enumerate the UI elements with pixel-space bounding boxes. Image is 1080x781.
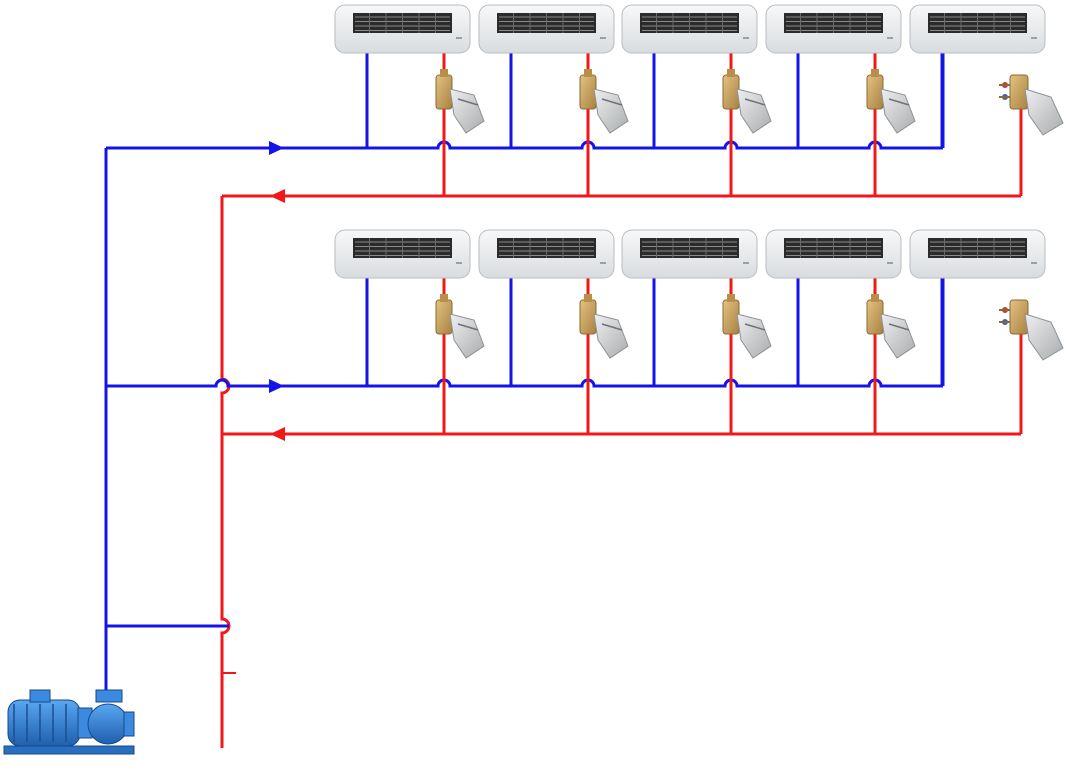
row-lower-fan-coil-unit-4 [765,229,902,279]
row-upper-differential-pressure-valve [999,74,1064,136]
fan-coil-badge [1031,37,1037,39]
valve-body [579,74,597,110]
valve-bonnet [440,69,448,77]
row-lower-balancing-valve-3 [722,294,772,359]
valve-body [435,74,453,110]
row-lower-differential-pressure-valve [999,299,1064,361]
dp-valve-actuator [1024,88,1064,136]
valve-body [866,299,884,335]
row-upper-return-arrow [270,189,285,203]
pump-base [3,745,135,755]
pump-inlet-flange [123,711,135,737]
fan-coil-badge [887,37,893,39]
fan-coil-badge [743,262,749,264]
row-upper-fan-coil-unit-3 [621,4,758,54]
valve-bonnet [584,69,592,77]
valve-bonnet [871,294,879,302]
fan-coil-badge [456,37,462,39]
valve-body [579,299,597,335]
valve-bonnet [871,69,879,77]
fan-coil-badge [456,262,462,264]
row-lower-fan-coil-unit-1 [334,229,471,279]
row-lower-fan-coil-unit-2 [478,229,615,279]
row-lower-supply-arrow [269,379,284,393]
row-lower-fan-coil-unit-5 [909,229,1046,279]
equipment-layer [3,4,1064,755]
fan-coil-badge [1031,262,1037,264]
pump-terminal-box [29,689,51,703]
actuator-seam [457,323,479,331]
valve-bonnet [440,294,448,302]
row-lower-supply-header [106,378,943,388]
valve-actuator [880,313,916,359]
fan-coil-badge [600,262,606,264]
row-lower-balancing-valve-4 [866,294,916,359]
pipes-layer [104,53,1023,748]
valve-body [722,299,740,335]
row-upper-fan-coil-unit-4 [765,4,902,54]
actuator-seam [744,98,766,106]
actuator-seam [888,323,910,331]
return-riser [220,196,231,748]
row-upper-supply-arrow [269,141,284,155]
valve-body [435,299,453,335]
pump-outlet-flange [95,689,123,703]
valve-actuator [593,88,629,134]
valve-actuator [449,88,485,134]
dp-valve-actuator [1024,313,1064,361]
actuator-seam [457,98,479,106]
fan-coil-badge [600,37,606,39]
row-upper-balancing-valve-1 [435,69,485,134]
row-upper-balancing-valve-2 [579,69,629,134]
actuator-seam [888,98,910,106]
valve-actuator [593,313,629,359]
actuator-seam [601,98,623,106]
row-lower-return-arrow [270,427,285,441]
valve-actuator [736,88,772,134]
circulation-pump [3,689,135,755]
row-upper-balancing-valve-4 [866,69,916,134]
valve-body [866,74,884,110]
row-upper-fan-coil-unit-2 [478,4,615,54]
row-upper-supply-header [106,140,943,150]
row-upper-fan-coil-unit-1 [334,4,471,54]
pump-volute [87,703,129,745]
pump-motor [7,699,81,747]
valve-bonnet [727,294,735,302]
valve-bonnet [727,69,735,77]
actuator-seam [744,323,766,331]
row-lower-balancing-valve-1 [435,294,485,359]
fan-coil-badge [887,262,893,264]
row-upper-balancing-valve-3 [722,69,772,134]
valve-bonnet [584,294,592,302]
valve-actuator [880,88,916,134]
actuator-seam [601,323,623,331]
valve-actuator [449,313,485,359]
row-lower-fan-coil-unit-3 [621,229,758,279]
fan-coil-badge [743,37,749,39]
row-upper-fan-coil-unit-5 [909,4,1046,54]
row-lower-balancing-valve-2 [579,294,629,359]
valve-body [722,74,740,110]
valve-actuator [736,313,772,359]
